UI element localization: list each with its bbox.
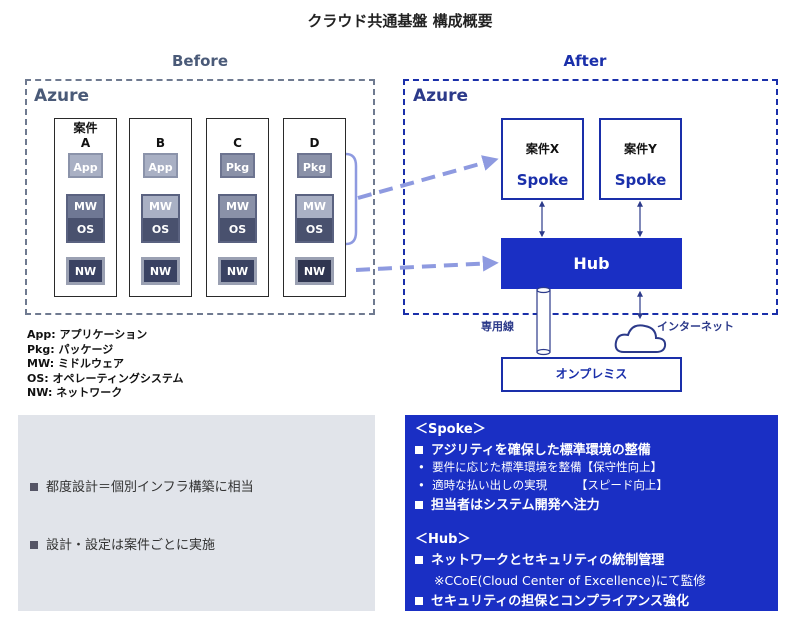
- legend-item: MW: ミドルウェア: [27, 357, 124, 370]
- mw-block: MW: [68, 196, 103, 218]
- mw-block: MW: [297, 196, 332, 218]
- app-block: App: [68, 153, 103, 178]
- before-point: 設計・設定は案件ごとに実施: [30, 534, 215, 553]
- os-block: OS: [143, 218, 178, 241]
- spoke-x-name: Spoke: [516, 171, 569, 189]
- app-block: App: [143, 153, 178, 178]
- os-block: OS: [68, 218, 103, 241]
- mw-os-block: MW OS: [141, 194, 180, 243]
- nw-block: NW: [218, 257, 257, 285]
- spoke-point-sub: • 要件に応じた標準環境を整備【保守性向上】: [418, 460, 663, 474]
- legend-item: App: アプリケーション: [27, 328, 148, 341]
- bullet-square-icon: [415, 555, 423, 564]
- hub-point-main: セキュリティの担保とコンプライアンス強化: [415, 590, 689, 609]
- bullet-square-icon: [30, 482, 38, 491]
- page-title: クラウド共通基盤 構成概要: [307, 12, 493, 30]
- spoke-x-box: 案件X Spoke: [501, 118, 584, 200]
- hub-box: Hub: [501, 238, 682, 289]
- before-azure-frame: [25, 79, 375, 315]
- spoke-x-case: 案件X: [525, 142, 560, 156]
- case-b-label: B: [155, 136, 166, 150]
- mw-block: MW: [220, 196, 255, 218]
- case-d-label: D: [309, 136, 320, 150]
- pkg-block: Pkg: [220, 153, 255, 178]
- legend-item: Pkg: パッケージ: [27, 342, 114, 356]
- before-summary-panel: [18, 415, 375, 611]
- os-block: OS: [297, 218, 332, 241]
- legend: App: アプリケーション Pkg: パッケージ MW: ミドルウェア OS: …: [27, 328, 184, 401]
- nw-block: NW: [141, 257, 180, 285]
- bracket-d: [345, 152, 358, 246]
- legend-item: NW: ネットワーク: [27, 386, 123, 399]
- hub-heading: ＜Hub＞: [415, 532, 471, 547]
- spoke-point-main: 担当者はシステム開発へ注力: [415, 494, 600, 513]
- os-block: OS: [220, 218, 255, 241]
- nw-block: NW: [66, 257, 105, 285]
- nw-block: NW: [295, 257, 334, 285]
- case-c-label: C: [233, 136, 242, 150]
- case-a-label2: A: [80, 136, 91, 150]
- onprem-box: オンプレミス: [501, 357, 682, 392]
- hub-note: ※CCoE(Cloud Center of Excellence)にて監修: [434, 573, 706, 588]
- case-a-label1: 案件: [73, 121, 98, 135]
- mw-os-block: MW OS: [66, 194, 105, 243]
- spoke-y-name: Spoke: [614, 171, 667, 189]
- pkg-block: Pkg: [297, 153, 332, 178]
- hub-point-main: ネットワークとセキュリティの統制管理: [415, 549, 664, 568]
- mw-os-block: MW OS: [295, 194, 334, 243]
- arrow-to-hub: [355, 255, 499, 272]
- internet-label: インターネット: [657, 320, 734, 333]
- legend-item: OS: オペレーティングシステム: [27, 371, 184, 385]
- after-azure-frame: [403, 79, 778, 315]
- arrow-to-spoke: [357, 155, 499, 200]
- before-point: 都度設計＝個別インフラ構築に相当: [30, 476, 254, 495]
- before-azure-label: Azure: [34, 86, 90, 106]
- bullet-square-icon: [415, 596, 423, 605]
- spoke-heading: ＜Spoke＞: [415, 422, 486, 437]
- after-label: After: [563, 52, 607, 70]
- bullet-square-icon: [415, 500, 423, 509]
- before-label: Before: [171, 52, 228, 70]
- after-summary-panel: [405, 415, 778, 611]
- spoke-point-sub: • 適時な払い出しの実現 【スピード向上】: [418, 478, 668, 492]
- spoke-point-main: アジリティを確保した標準環境の整備: [415, 439, 651, 458]
- bullet-square-icon: [30, 540, 38, 549]
- after-azure-label: Azure: [413, 86, 469, 106]
- mw-block: MW: [143, 196, 178, 218]
- cloud-icon: [614, 324, 667, 353]
- dedicated-line-label: 専用線: [481, 320, 514, 333]
- spoke-y-case: 案件Y: [624, 142, 657, 156]
- bullet-square-icon: [415, 445, 423, 454]
- mw-os-block: MW OS: [218, 194, 257, 243]
- spoke-y-box: 案件Y Spoke: [599, 118, 682, 200]
- dedicated-line-pipe: [536, 286, 551, 356]
